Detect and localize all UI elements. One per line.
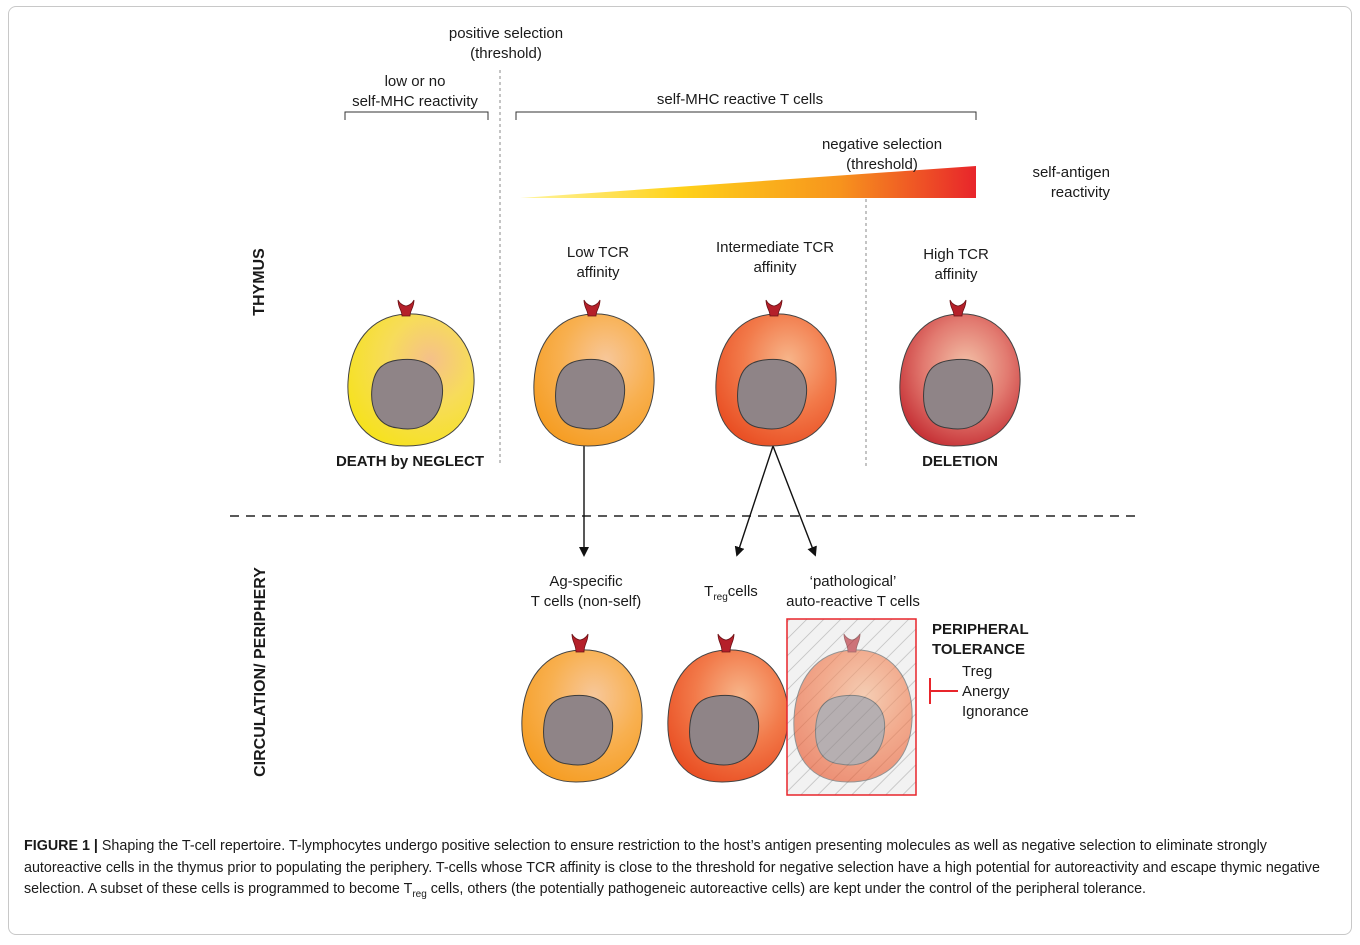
self-mhc-reactive-label: self-MHC reactive T cells — [656, 91, 824, 108]
figure-caption: FIGURE 1 | Shaping the T-cell repertoire… — [24, 838, 1320, 900]
figure-frame — [8, 6, 1352, 935]
reactivity-gradient-wedge — [520, 166, 976, 198]
tolerance-mechanisms-list: Treg Anergy Ignorance — [962, 662, 1062, 722]
nucleus — [923, 358, 994, 430]
high-tcr-label: High TCR affinity — [923, 246, 989, 283]
ag-specific-label: Ag-specific T cells (non-self) — [530, 573, 642, 610]
nucleus — [737, 358, 808, 430]
peripheral-tolerance-label: PERIPHERAL TOLERANCE — [932, 621, 1029, 658]
nucleus — [371, 358, 444, 430]
cell-intermediate-affinity — [715, 299, 837, 447]
cell-low-affinity — [533, 299, 655, 447]
arrow-intermediate-to-pathological — [772, 445, 817, 557]
nucleus — [555, 358, 626, 430]
cell-high-affinity — [899, 299, 1021, 447]
treg-cells-label: Tregcells — [704, 583, 758, 603]
arrow-intermediate-to-treg — [734, 445, 774, 557]
nucleus — [815, 694, 886, 766]
tcr-receptor — [717, 633, 735, 653]
tolerance-inhibition-symbol — [929, 678, 958, 704]
tcr-receptor — [843, 633, 861, 653]
negative-selection-label: negative selection (threshold) — [821, 136, 943, 173]
death-by-neglect-label: DEATH by NEGLECT — [335, 453, 485, 470]
tcr-receptor — [949, 299, 967, 317]
cell-neglect — [347, 299, 475, 447]
periphery-label: CIRCULATION/ PERIPHERY — [252, 567, 269, 777]
tcr-receptor — [397, 299, 415, 317]
tolerance-item: Anergy — [962, 683, 1010, 700]
tcr-receptor — [583, 299, 601, 317]
low-tcr-label: Low TCR affinity — [566, 244, 630, 281]
nucleus — [689, 694, 760, 766]
self-mhc-bracket — [515, 111, 977, 120]
figure-label: FIGURE 1 | — [24, 838, 98, 854]
thymus-label: THYMUS — [251, 248, 268, 316]
diagram-canvas — [230, 70, 1140, 796]
tolerance-item: Ignorance — [962, 703, 1029, 720]
low-reactivity-label: low or no self-MHC reactivity — [352, 73, 478, 110]
cell-treg — [667, 633, 789, 783]
cell-pathological — [786, 618, 917, 796]
low-reactivity-bracket — [344, 111, 489, 120]
intermediate-tcr-label: Intermediate TCR affinity — [715, 239, 835, 276]
tcr-receptor — [571, 633, 589, 653]
nucleus — [543, 694, 614, 766]
caption-text: Shaping the T-cell repertoire. T-lymphoc… — [24, 838, 1320, 897]
self-antigen-reactivity-label: self-antigen reactivity — [1032, 164, 1110, 201]
deletion-label: DELETION — [922, 453, 998, 470]
tcr-receptor — [765, 299, 783, 317]
cell-ag-specific — [521, 633, 643, 783]
pathological-label: ‘pathological’ auto-reactive T cells — [786, 573, 920, 610]
positive-selection-label: positive selection (threshold) — [448, 25, 564, 62]
tolerance-item: Treg — [962, 663, 993, 680]
